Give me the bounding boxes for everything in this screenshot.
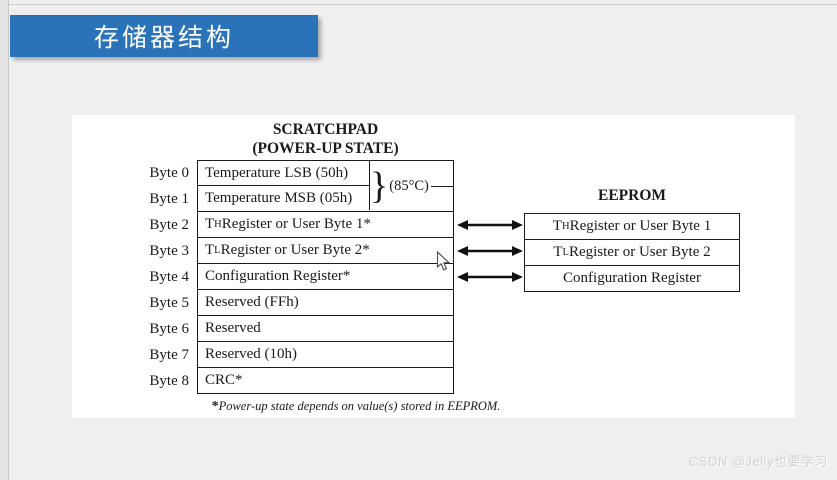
- scratchpad-row-byte0: Temperature LSB (50h): [198, 161, 453, 186]
- scratchpad-title: SCRATCHPAD (POWER-UP STATE): [197, 120, 454, 158]
- mouse-cursor-icon: [436, 251, 451, 271]
- scratchpad-title-line1: SCRATCHPAD: [272, 121, 379, 138]
- csdn-watermark: CSDN @Jelly也要学习: [688, 454, 828, 469]
- cell-text: Temperature MSB (05h): [205, 189, 353, 206]
- scratchpad-table: Temperature LSB (50h) Temperature MSB (0…: [197, 160, 454, 394]
- brace-glyph: }: [370, 165, 389, 207]
- cell-text: Register or User Byte 2: [568, 244, 711, 260]
- byte-label: Byte 2: [149, 216, 189, 233]
- top-border-line: [0, 4, 837, 5]
- cell-text: Configuration Register*: [205, 268, 351, 284]
- cell-text: T: [205, 216, 215, 232]
- cell-text: Register or User Byte 1: [569, 218, 712, 234]
- cell-text: Configuration Register: [563, 270, 701, 286]
- byte-label: Byte 7: [149, 346, 189, 363]
- scratchpad-row-byte4: Configuration Register*: [198, 263, 453, 289]
- footnote-asterisk: *: [211, 399, 219, 414]
- left-margin-strip: [0, 0, 9, 480]
- cell-text: Register or User Byte 1*: [221, 216, 371, 232]
- cell-text: Reserved (10h): [205, 346, 298, 362]
- byte-label: Byte 1: [149, 190, 189, 207]
- cell-text: Reserved: [205, 320, 261, 336]
- bidirectional-arrow-icon: [457, 220, 523, 230]
- cell-text: Temperature LSB (50h): [205, 165, 349, 181]
- temperature-default-annotation: } (85°C): [370, 161, 453, 212]
- bidirectional-arrow-icon: [457, 272, 523, 282]
- scratchpad-cell: Temperature LSB (50h): [198, 161, 370, 186]
- eeprom-row-config: Configuration Register: [525, 265, 739, 291]
- byte-label: Byte 8: [149, 372, 189, 389]
- cell-text: Register or User Byte 2*: [220, 242, 370, 258]
- scratchpad-row-byte6: Reserved: [198, 315, 453, 341]
- cell-text: Reserved (FFh): [205, 294, 299, 310]
- footnote: *Power-up state depends on value(s) stor…: [161, 399, 551, 415]
- scratchpad-row-byte7: Reserved (10h): [198, 341, 453, 367]
- byte-labels-column: Byte 0 Byte 1 Byte 2 Byte 3 Byte 4 Byte …: [112, 160, 191, 394]
- temp-annotation-text: (85°C): [389, 178, 429, 194]
- byte-label: Byte 6: [149, 320, 189, 337]
- byte-label: Byte 0: [149, 164, 189, 181]
- annotation-tick-line: [430, 186, 453, 187]
- cell-text: T: [552, 218, 562, 234]
- cell-text: CRC*: [205, 372, 243, 388]
- cell-text: T: [553, 244, 563, 260]
- scratchpad-row-byte5: Reserved (FFh): [198, 289, 453, 315]
- footnote-text: Power-up state depends on value(s) store…: [218, 399, 501, 413]
- slide-title-banner: 存储器结构: [10, 15, 318, 57]
- byte-label: Byte 4: [149, 268, 189, 285]
- byte-label: Byte 5: [149, 294, 189, 311]
- bidirectional-arrow-icon: [457, 246, 523, 256]
- slide-title: 存储器结构: [93, 24, 234, 52]
- scratchpad-cell: Temperature MSB (05h): [198, 185, 370, 211]
- byte-label: Byte 3: [149, 242, 189, 259]
- cell-text: T: [205, 242, 215, 258]
- scratchpad-row-byte8: CRC*: [198, 367, 453, 393]
- scratchpad-row-byte1: Temperature MSB (05h): [198, 185, 453, 211]
- diagram-panel: SCRATCHPAD (POWER-UP STATE) Byte 0 Byte …: [72, 115, 795, 418]
- scratchpad-title-line2: (POWER-UP STATE): [252, 140, 399, 157]
- eeprom-title: EEPROM: [597, 187, 667, 204]
